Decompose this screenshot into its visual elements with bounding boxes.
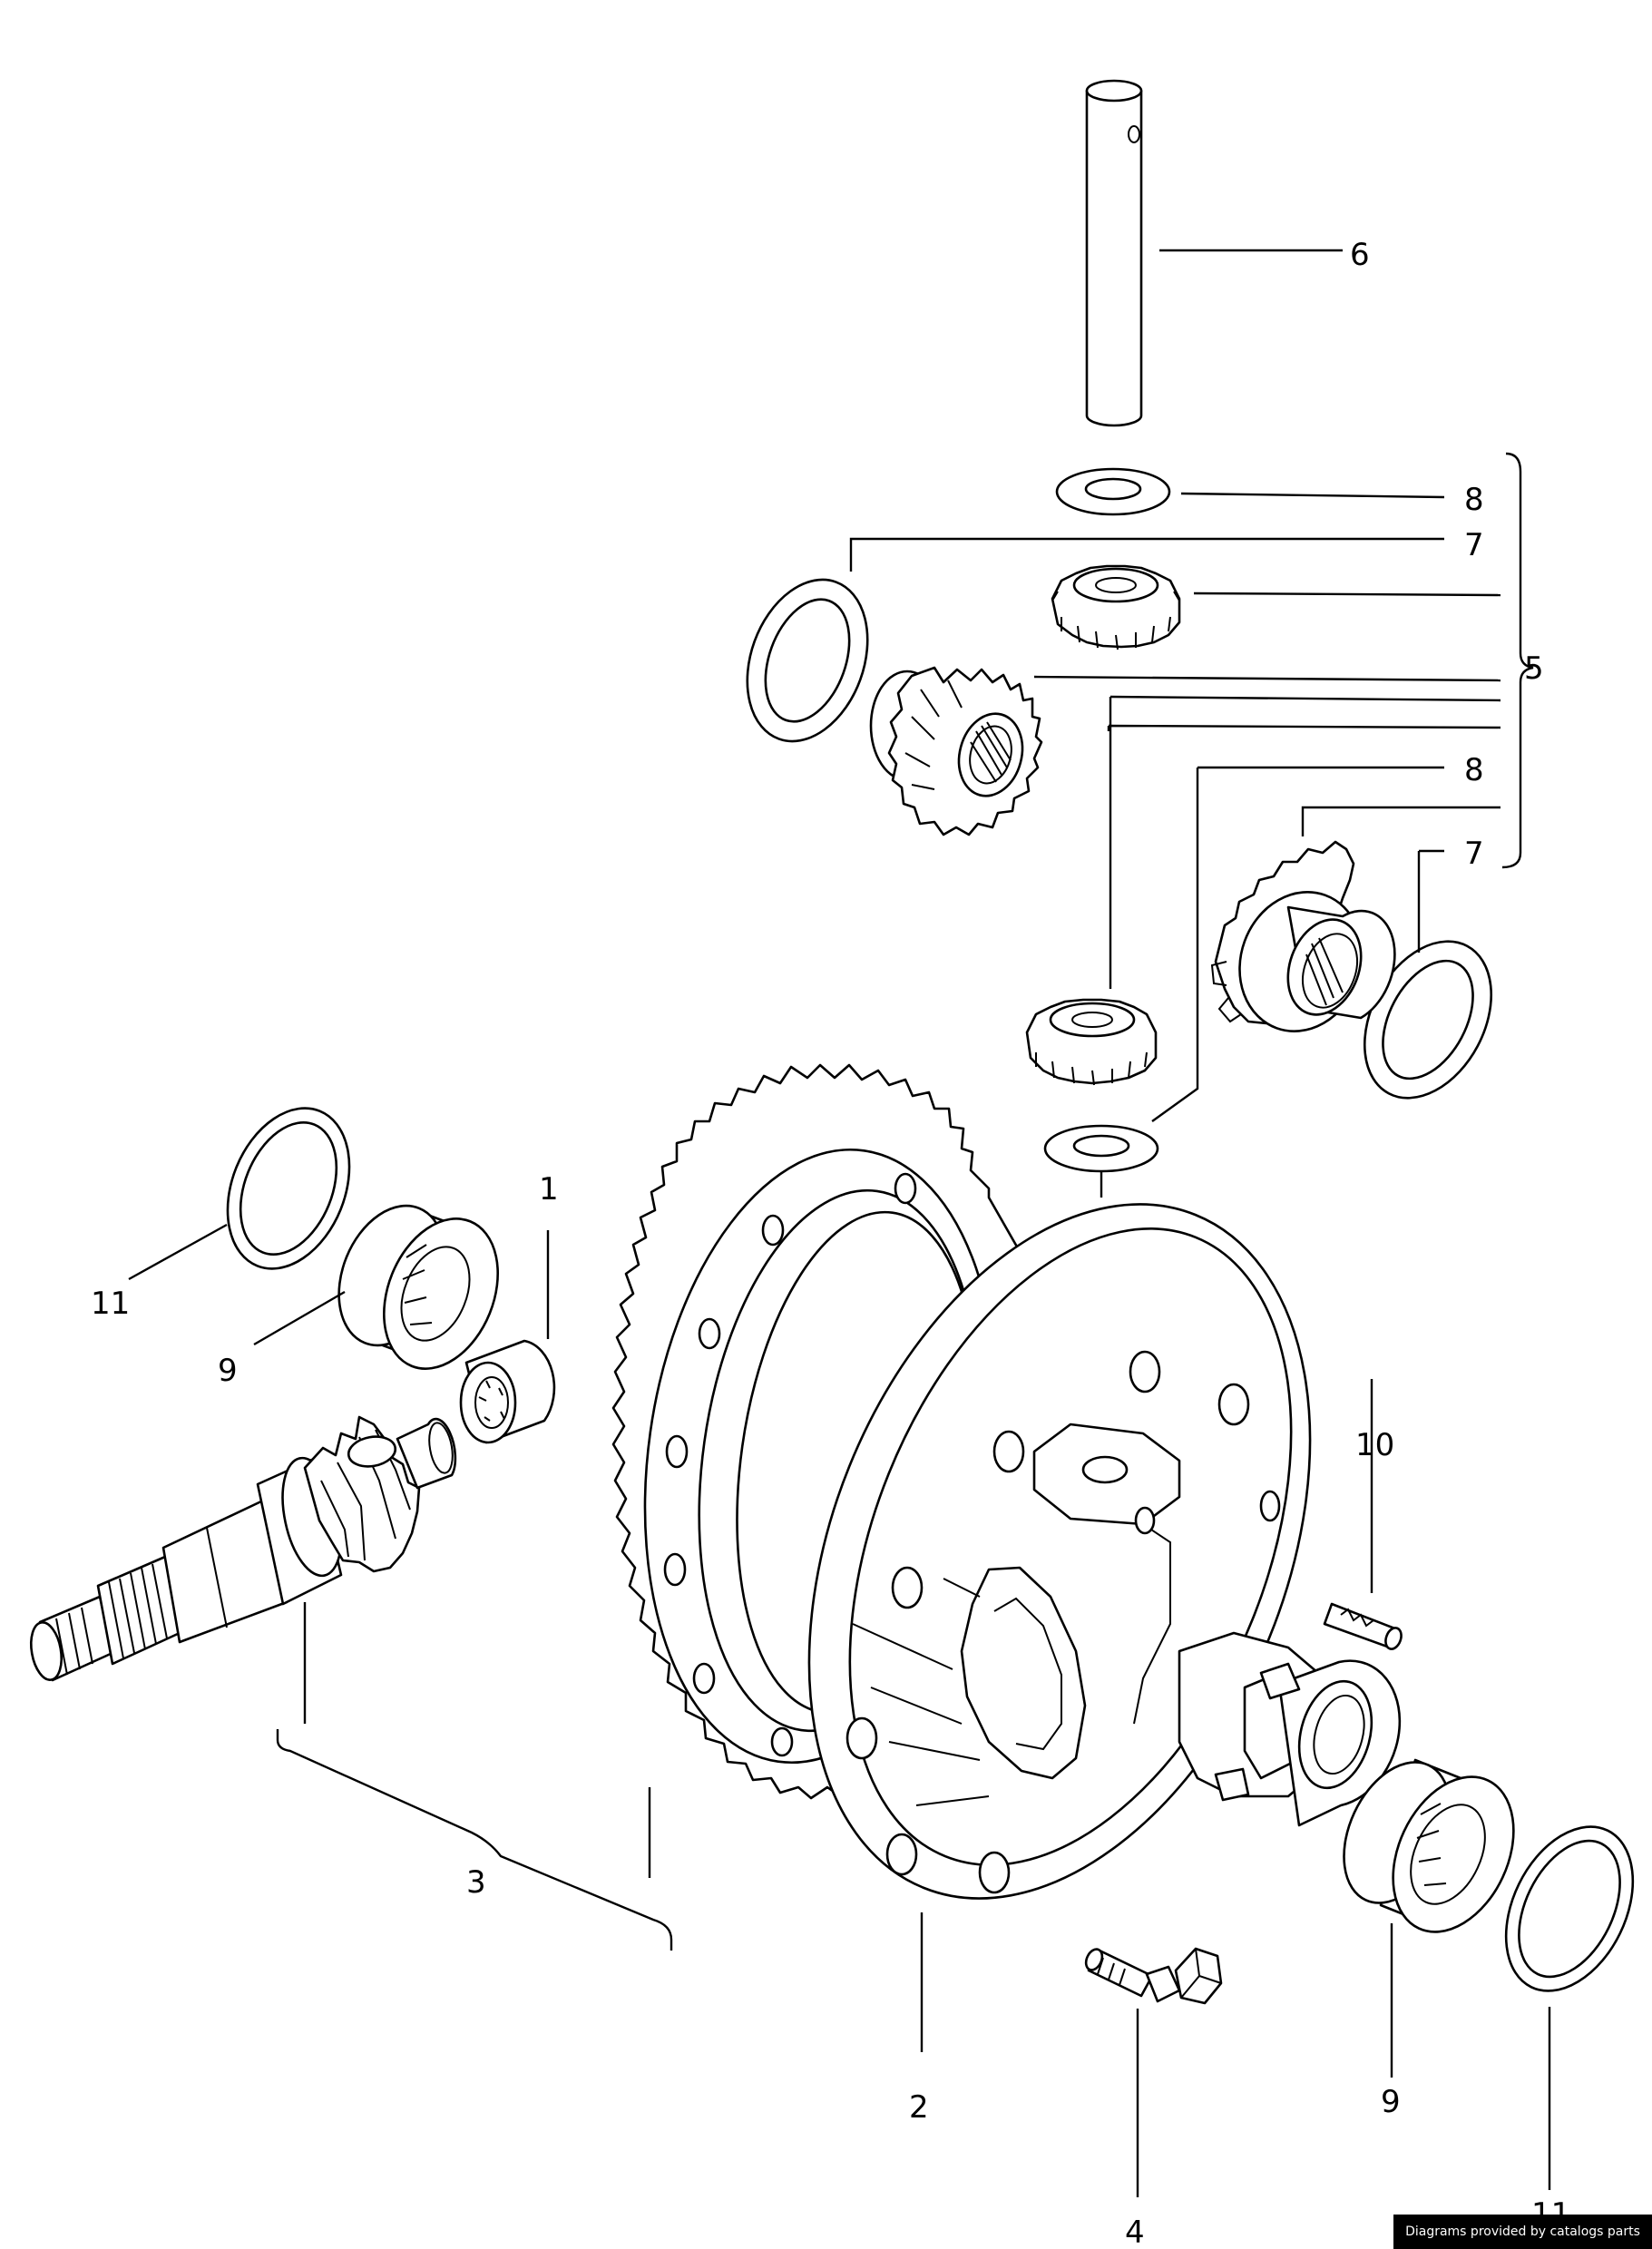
credit-banner: Diagrams provided by catalogs parts (1393, 2215, 1652, 2249)
callout-8-lower: 8 (1464, 752, 1484, 788)
tapered-roller-bearing-left (337, 1204, 499, 1370)
callout-5: 5 (1524, 650, 1544, 687)
thrust-washer-lower (1043, 1124, 1159, 1173)
callout-10: 10 (1355, 1427, 1394, 1463)
side-gear-lower (1210, 840, 1396, 1032)
roll-pin (1323, 1602, 1403, 1650)
hex-bolt (1084, 1947, 1223, 2005)
tapered-roller-bearing-right (1343, 1758, 1515, 1933)
large-washer-lower (1363, 940, 1493, 1100)
leader-lines (128, 249, 1551, 2197)
callout-6: 6 (1350, 237, 1370, 273)
seal-ring-right (1504, 1825, 1635, 1992)
callout-11-left: 11 (91, 1286, 130, 1322)
callout-4: 4 (1125, 2215, 1145, 2249)
large-washer-upper (746, 578, 869, 743)
differential-housing (807, 1203, 1402, 1900)
side-gear-upper (869, 666, 1043, 836)
planet-gear-lower (1025, 998, 1158, 1086)
callout-1: 1 (539, 1171, 559, 1208)
differential-pin-shaft (1085, 79, 1143, 427)
callout-7-lower: 7 (1464, 836, 1484, 872)
callout-9-left: 9 (218, 1353, 238, 1389)
thrust-washer-upper (1055, 467, 1171, 516)
callout-8-upper: 8 (1464, 482, 1484, 518)
callout-7-upper: 7 (1464, 527, 1484, 563)
needle-bearing-bush (459, 1339, 556, 1444)
planet-gear-upper (1051, 564, 1181, 650)
callout-3: 3 (466, 1864, 486, 1901)
callout-labels: 6 8 7 5 8 7 1 11 9 10 3 2 9 11 4 (91, 237, 1570, 2249)
callout-2: 2 (909, 2089, 929, 2126)
seal-ring-left (226, 1107, 351, 1270)
callout-9-right: 9 (1381, 2084, 1401, 2120)
drive-pinion-shaft (29, 1415, 457, 1682)
